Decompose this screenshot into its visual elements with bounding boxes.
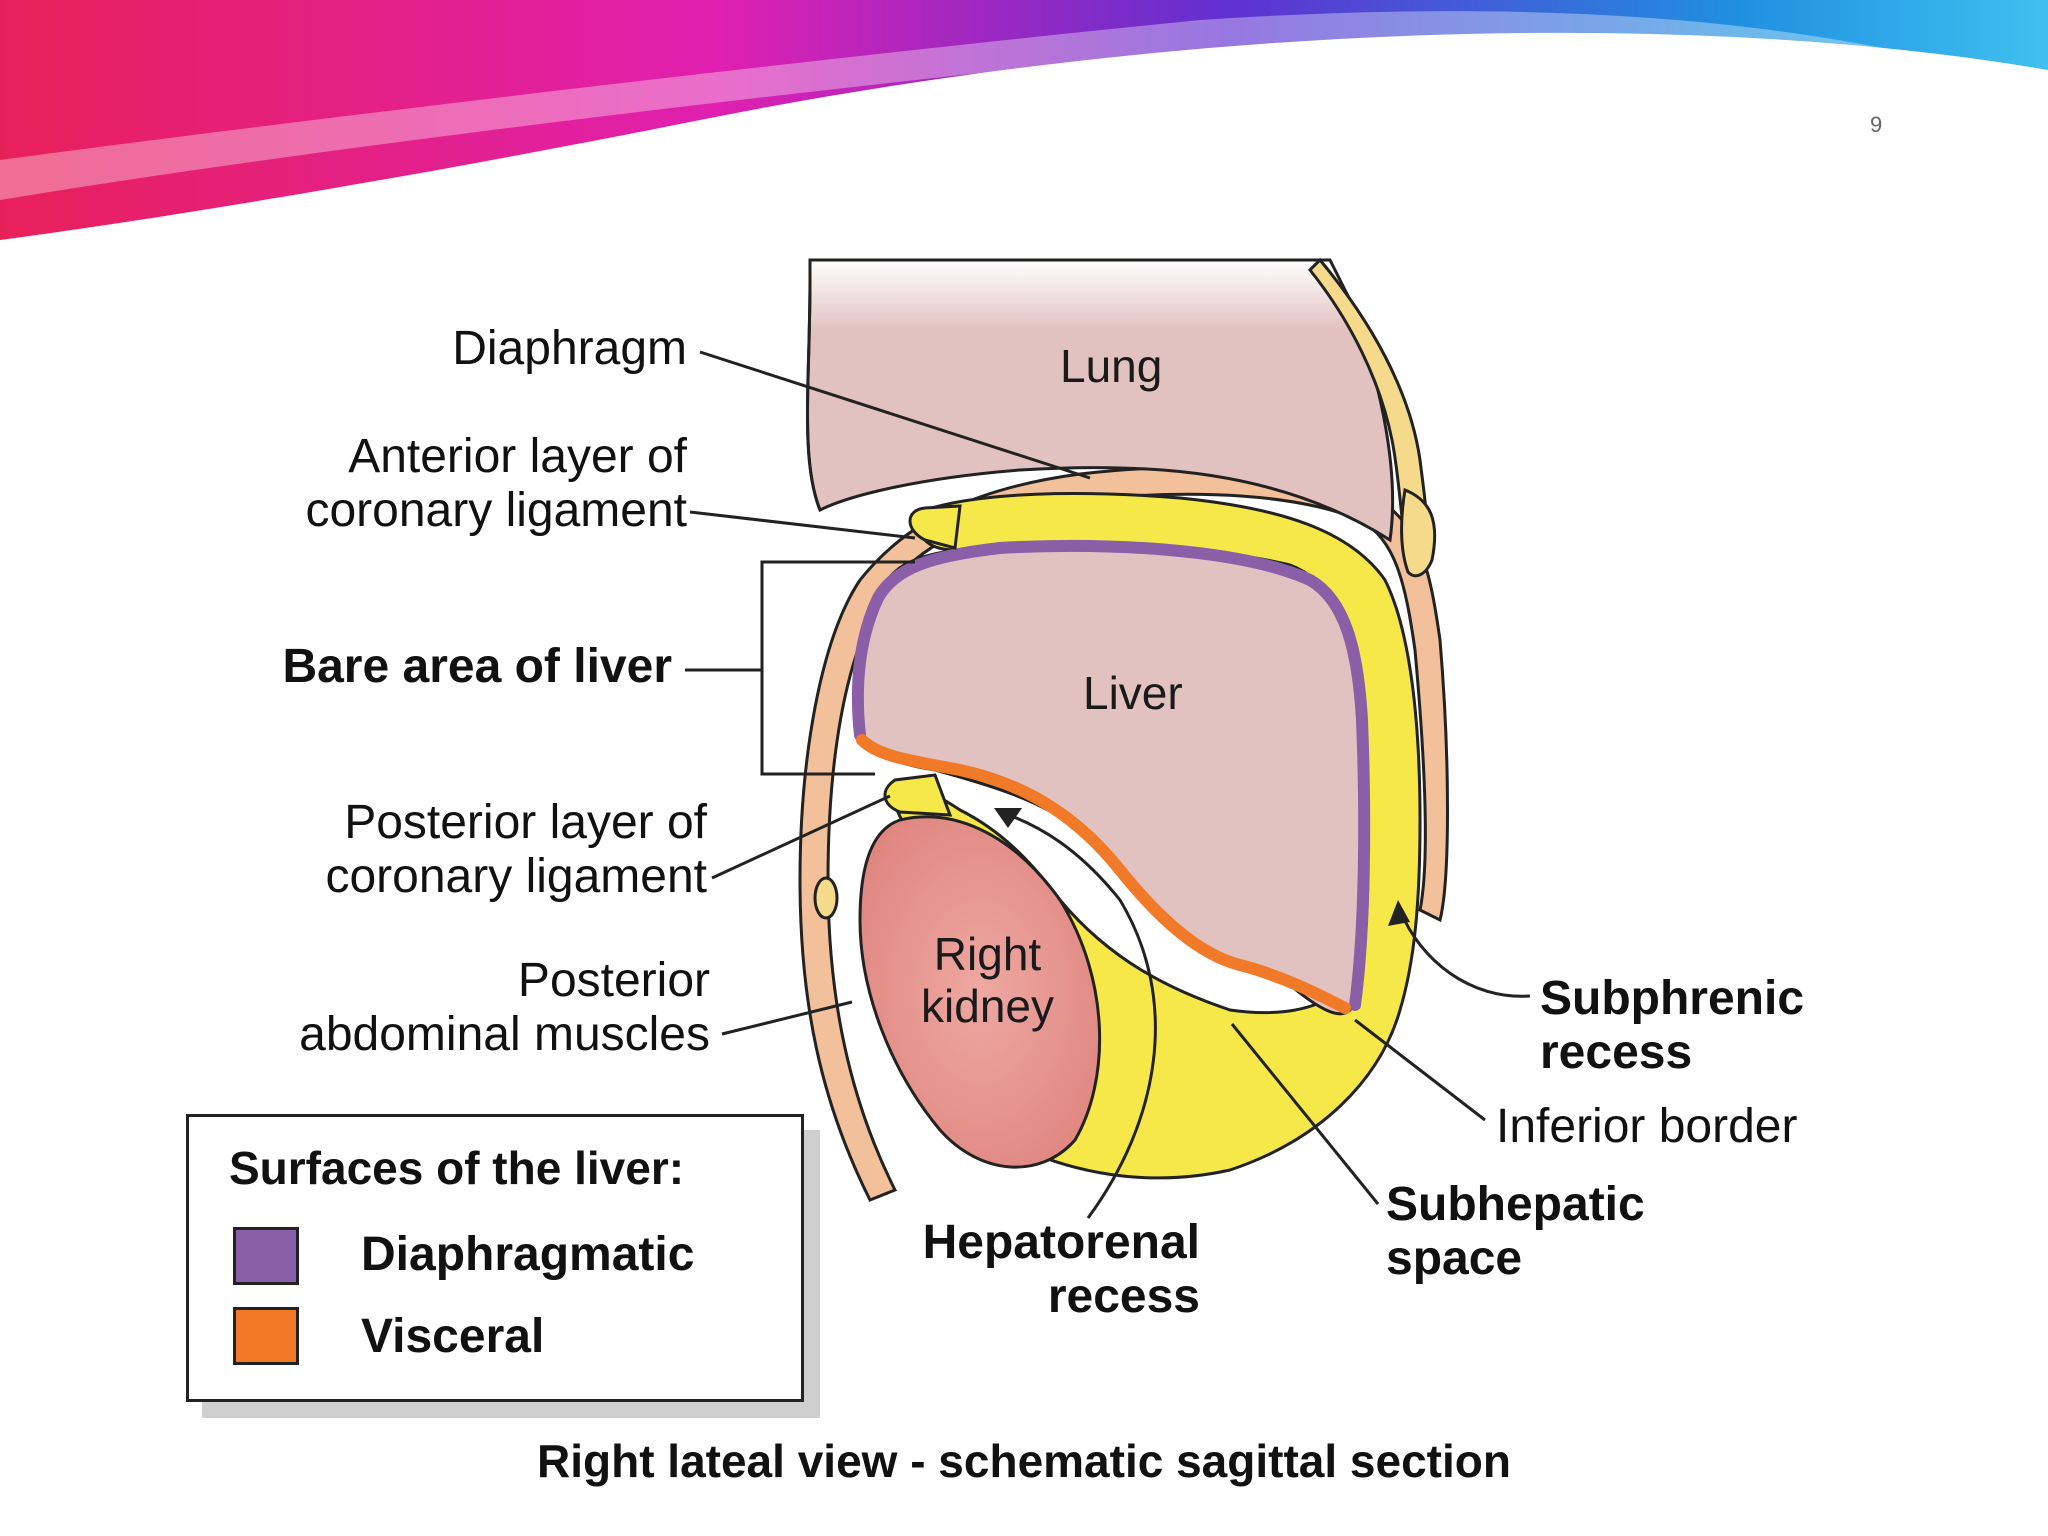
posterior-muscles-line2: abdominal muscles bbox=[299, 1008, 710, 1061]
legend: Surfaces of the liver: Diaphragmatic Vis… bbox=[186, 1114, 804, 1402]
subphrenic-line2: recess bbox=[1540, 1026, 1693, 1079]
subhepatic-space-label: Subhepatic space bbox=[1386, 1178, 1645, 1286]
kidney-label-line2: kidney bbox=[921, 980, 1054, 1032]
subphrenic-recess-label: Subphrenic recess bbox=[1540, 972, 1804, 1080]
hepatorenal-recess-label: Hepatorenal recess bbox=[860, 1216, 1200, 1324]
posterior-coronary-line1: Posterior layer of bbox=[344, 796, 707, 849]
posterior-coronary-ligament-label: Posterior layer of coronary ligament bbox=[200, 796, 707, 904]
posterior-abdominal-muscles-label: Posterior abdominal muscles bbox=[200, 954, 710, 1062]
liver-label: Liver bbox=[1083, 667, 1183, 719]
kidney-label: Right kidney bbox=[905, 928, 1070, 1032]
hepatorenal-arrowhead bbox=[994, 808, 1022, 828]
inferior-border-label: Inferior border bbox=[1496, 1100, 1798, 1153]
lung-label: Lung bbox=[1060, 340, 1163, 392]
leader-lines bbox=[689, 350, 1531, 1219]
kidney-label-line1: Right bbox=[933, 928, 1042, 980]
posterior-coronary-line2: coronary ligament bbox=[325, 850, 707, 903]
hepatorenal-line1: Hepatorenal bbox=[922, 1216, 1200, 1269]
header-swoosh bbox=[0, 0, 2048, 240]
subhepatic-line2: space bbox=[1386, 1232, 1523, 1285]
legend-swatch-visceral bbox=[233, 1307, 299, 1365]
visceral-surface bbox=[856, 734, 1351, 1014]
subphrenic-line1: Subphrenic bbox=[1540, 972, 1805, 1025]
legend-swatch-diaphragmatic bbox=[233, 1227, 299, 1285]
diaphragmatic-surface bbox=[851, 539, 1371, 1011]
legend-label-diaphragmatic: Diaphragmatic bbox=[361, 1228, 695, 1281]
page-number: 9 bbox=[1870, 112, 1883, 137]
rib-cartilage bbox=[1307, 257, 1437, 578]
anterior-coronary-line1: Anterior layer of bbox=[348, 430, 687, 483]
bare-area-bracket bbox=[685, 560, 915, 776]
anterior-coronary-ligament-label: Anterior layer of coronary ligament bbox=[200, 430, 687, 538]
legend-title: Surfaces of the liver: bbox=[229, 1142, 685, 1194]
posterior-muscles-line1: Posterior bbox=[517, 954, 710, 1007]
subhepatic-line1: Subhepatic bbox=[1386, 1178, 1645, 1231]
right-kidney bbox=[858, 815, 1102, 1169]
subphrenic-arrowhead bbox=[1388, 900, 1410, 926]
hepatorenal-line2: recess bbox=[1047, 1270, 1200, 1323]
anterior-coronary-line2: coronary ligament bbox=[305, 484, 687, 537]
bare-area-label: Bare area of liver bbox=[282, 640, 672, 693]
diaphragm-label: Diaphragm bbox=[452, 322, 687, 375]
figure-caption: Right lateal view - schematic sagittal s… bbox=[537, 1435, 1511, 1487]
legend-label-visceral: Visceral bbox=[361, 1310, 545, 1363]
